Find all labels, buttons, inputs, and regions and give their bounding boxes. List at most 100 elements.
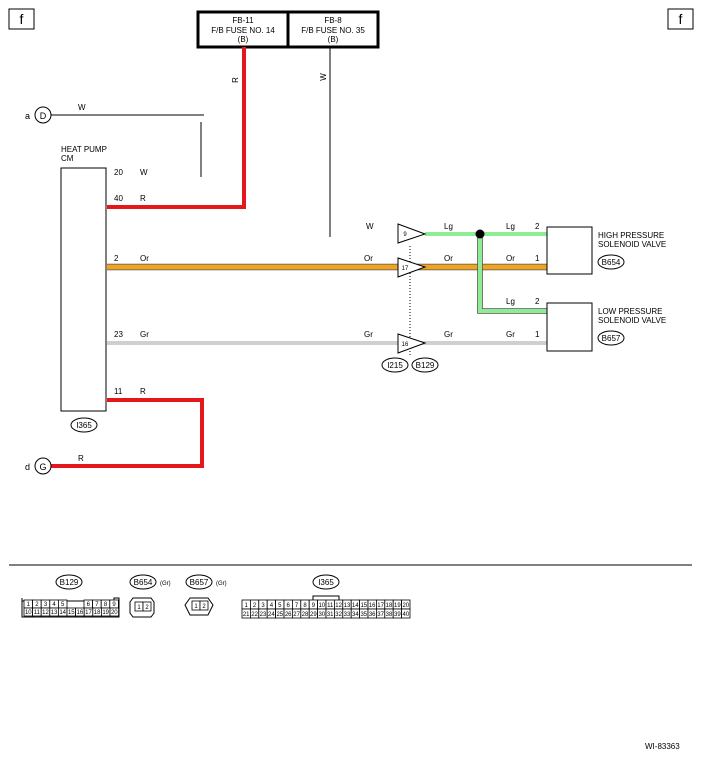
diagram-id: WI-83363: [645, 742, 680, 751]
pin-31: 31: [327, 612, 334, 618]
pin-number: 23: [114, 330, 123, 339]
wire-label-ref-d: R: [78, 454, 84, 463]
pin-37: 37: [377, 612, 384, 618]
svg-text:1: 1: [535, 330, 540, 339]
pin-29: 29: [310, 612, 317, 618]
fuse-fb11: FB-11 F/B FUSE NO. 14 (B): [211, 16, 275, 44]
pin-15: 15: [68, 610, 75, 616]
svg-text:B657: B657: [602, 334, 621, 343]
pin-40: 40: [402, 612, 409, 618]
pin-23: 23: [260, 612, 267, 618]
ref-d-marker: d G: [25, 457, 52, 475]
svg-text:f: f: [20, 11, 24, 27]
wire-label-fb11: R: [231, 77, 240, 83]
pin-1: 1: [27, 602, 31, 608]
pin-17: 17: [377, 603, 384, 609]
pin-39: 39: [394, 612, 401, 618]
svg-text:Gr: Gr: [444, 330, 453, 339]
pin-16: 16: [77, 610, 84, 616]
pin-number: 40: [114, 194, 123, 203]
pin-38: 38: [386, 612, 393, 618]
pin-16: 16: [369, 603, 376, 609]
connector-cell: [109, 607, 120, 617]
pin-34: 34: [352, 612, 359, 618]
pin-2: 2: [253, 603, 257, 609]
svg-text:CM: CM: [61, 154, 74, 163]
svg-text:Gr: Gr: [364, 330, 373, 339]
svg-text:(B): (B): [328, 35, 339, 44]
wire-fb11-red: [107, 47, 246, 209]
connector-view-b657: B657 (Gr) 1 2: [184, 574, 227, 616]
svg-text:F/B FUSE NO. 35: F/B FUSE NO. 35: [301, 26, 365, 35]
pin-21: 21: [243, 612, 250, 618]
svg-text:1: 1: [194, 604, 198, 610]
svg-text:Lg: Lg: [506, 222, 515, 231]
pin-19: 19: [102, 610, 109, 616]
svg-text:B657: B657: [190, 578, 209, 587]
wire-label-ref-a: W: [78, 103, 86, 112]
splice-point: [475, 229, 485, 239]
pin-36: 36: [369, 612, 376, 618]
pin-number: 2: [114, 254, 119, 263]
svg-text:Lg: Lg: [506, 297, 515, 306]
svg-text:F/B FUSE NO. 14: F/B FUSE NO. 14: [211, 26, 275, 35]
svg-text:SOLENOID VALVE: SOLENOID VALVE: [598, 316, 666, 325]
svg-text:HIGH PRESSURE: HIGH PRESSURE: [598, 231, 664, 240]
wire-lg-low: [478, 234, 547, 313]
svg-text:9: 9: [403, 232, 407, 238]
pin-color: Or: [140, 254, 149, 263]
pin-11: 11: [34, 610, 41, 616]
pin-12: 12: [335, 603, 342, 609]
pin-10: 10: [25, 610, 32, 616]
svg-text:(Gr): (Gr): [216, 581, 227, 587]
pin-19: 19: [394, 603, 401, 609]
svg-text:SOLENOID VALVE: SOLENOID VALVE: [598, 240, 666, 249]
pin-4: 4: [270, 603, 274, 609]
pin-25: 25: [276, 612, 283, 618]
pin-13: 13: [51, 610, 58, 616]
pin-6: 6: [87, 602, 91, 608]
svg-text:(Gr): (Gr): [160, 581, 171, 587]
pin-33: 33: [344, 612, 351, 618]
joint-pin-9: 9 W Lg: [366, 222, 453, 244]
svg-text:I215: I215: [387, 361, 403, 370]
pin-4: 4: [52, 602, 56, 608]
svg-text:D: D: [40, 111, 47, 121]
pin-5: 5: [278, 603, 282, 609]
pin-24: 24: [268, 612, 275, 618]
pin-11: 11: [327, 603, 334, 609]
pin-color: R: [140, 194, 146, 203]
connector-cell: [401, 608, 411, 619]
svg-text:HEAT PUMP: HEAT PUMP: [61, 145, 107, 154]
svg-text:17: 17: [402, 266, 409, 272]
pin-number: 20: [114, 168, 123, 177]
pin-7: 7: [95, 602, 99, 608]
svg-text:I365: I365: [76, 421, 92, 430]
svg-text:Or: Or: [364, 254, 373, 263]
joint-connector: 9 W Lg 17 Or Or 16 Gr Gr I215 B129: [364, 222, 453, 373]
svg-text:2: 2: [145, 605, 149, 611]
pin-20: 20: [402, 603, 409, 609]
pin-color: Gr: [140, 330, 149, 339]
pin-7: 7: [295, 603, 299, 609]
pin-2: 2: [35, 602, 39, 608]
high-pressure-solenoid-valve: Lg 2 Or 1 HIGH PRESSURE SOLENOID VALVE B…: [506, 222, 666, 275]
svg-text:16: 16: [402, 342, 409, 348]
pin-18: 18: [386, 603, 393, 609]
svg-text:2: 2: [202, 604, 206, 610]
svg-text:FB-8: FB-8: [324, 16, 342, 25]
pin-26: 26: [285, 612, 292, 618]
low-pressure-solenoid-valve: Lg 2 Gr 1 LOW PRESSURE SOLENOID VALVE B6…: [506, 297, 666, 352]
svg-text:LOW PRESSURE: LOW PRESSURE: [598, 307, 662, 316]
pin-32: 32: [335, 612, 342, 618]
pin-13: 13: [344, 603, 351, 609]
pin-15: 15: [360, 603, 367, 609]
svg-text:W: W: [366, 222, 374, 231]
pin-8: 8: [104, 602, 108, 608]
ref-a-marker: a D: [25, 106, 52, 124]
pin-30: 30: [318, 612, 325, 618]
pin-20: 20: [111, 610, 118, 616]
svg-text:I365: I365: [318, 578, 334, 587]
